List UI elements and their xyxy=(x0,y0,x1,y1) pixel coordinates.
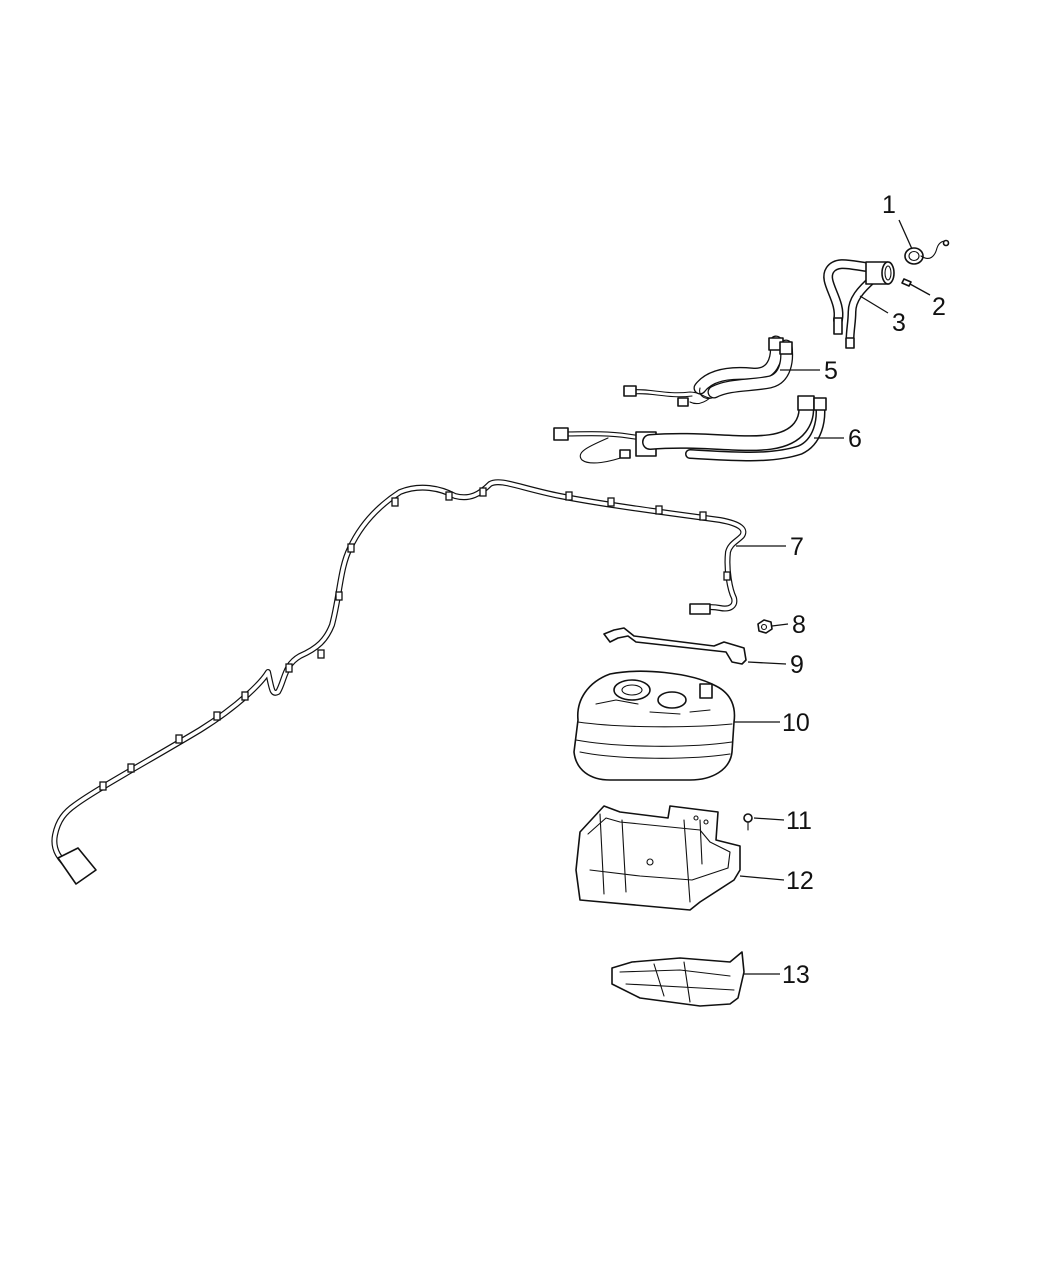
callout-labels: 1 2 3 5 6 7 8 9 10 11 12 13 xyxy=(782,191,946,989)
part-8-nut xyxy=(757,619,773,634)
callout-2: 2 xyxy=(932,293,946,321)
callout-1: 1 xyxy=(882,191,896,219)
leader-2 xyxy=(909,283,931,296)
leader-1 xyxy=(898,219,913,250)
part-2-screw xyxy=(901,278,912,287)
part-13-shield xyxy=(611,951,745,1007)
part-11-bolt xyxy=(743,813,753,831)
leader-9 xyxy=(747,661,787,665)
part-6-fill-hose-assembly xyxy=(553,395,827,464)
part-1-fuel-cap xyxy=(904,239,950,265)
callout-13: 13 xyxy=(782,961,810,989)
leader-8 xyxy=(771,623,789,627)
part-7-fuel-line xyxy=(51,479,747,885)
leader-lines xyxy=(734,219,931,975)
callout-11: 11 xyxy=(786,807,812,835)
callout-12: 12 xyxy=(786,867,814,895)
callout-9: 9 xyxy=(790,651,804,679)
part-9-strap xyxy=(603,627,747,665)
leader-11 xyxy=(753,817,785,821)
callout-3: 3 xyxy=(892,309,906,337)
part-10-fuel-tank xyxy=(573,670,736,781)
callout-10: 10 xyxy=(782,709,810,737)
callout-6: 6 xyxy=(848,425,862,453)
callout-8: 8 xyxy=(792,611,806,639)
leader-12 xyxy=(739,875,785,881)
leader-3 xyxy=(859,295,889,314)
part-12-tank-carrier xyxy=(575,805,741,911)
part-5-fill-hose xyxy=(623,335,794,407)
callout-5: 5 xyxy=(824,357,838,385)
part-3-filler-neck xyxy=(823,259,895,349)
callout-7: 7 xyxy=(790,533,804,561)
